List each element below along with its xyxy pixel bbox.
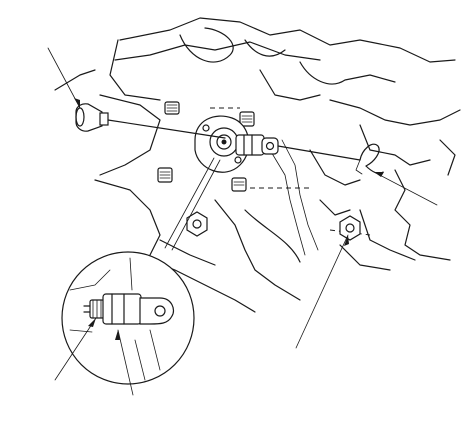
leader-bolt-cap <box>47 47 81 109</box>
stud-bottom <box>231 177 247 192</box>
leader-clip <box>373 171 438 206</box>
stud-right-top <box>239 111 255 127</box>
leader-nut <box>295 234 349 349</box>
leader-connector-pins <box>54 317 97 381</box>
bolt-cap-icon <box>75 103 109 132</box>
shaft-line-right <box>277 145 361 161</box>
nut-left <box>186 211 208 237</box>
engine-block-outline <box>54 17 461 313</box>
shaft-line <box>107 119 226 139</box>
connector-icon <box>83 293 175 325</box>
connector-assembly <box>235 134 279 156</box>
stud-top <box>164 101 180 115</box>
leader-connector-body <box>117 329 134 396</box>
stud-left <box>157 167 173 183</box>
detail-leader <box>164 157 221 251</box>
detail-inset <box>61 251 195 385</box>
nut-icon <box>339 215 361 241</box>
callout-leaders <box>47 47 438 396</box>
